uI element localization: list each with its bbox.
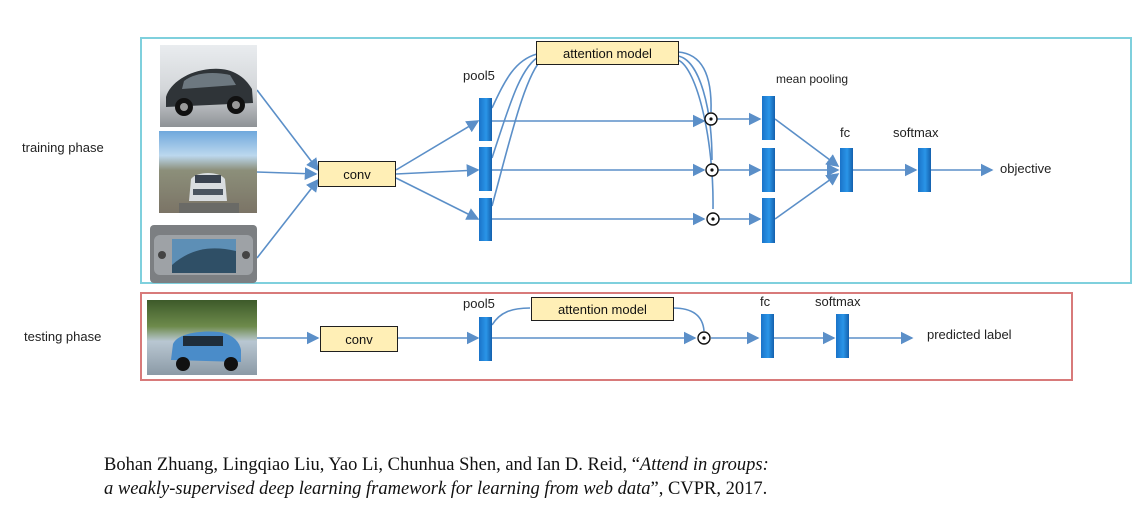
arrow-mean1-fc bbox=[774, 118, 840, 167]
arrow-mean3-fc bbox=[774, 173, 840, 220]
fc-label: fc bbox=[840, 125, 851, 140]
arrow-conv-pool2 bbox=[395, 164, 480, 177]
car-photo-2 bbox=[159, 131, 257, 213]
citation-venue: ”, CVPR, 2017. bbox=[650, 479, 768, 499]
test-softmax-block bbox=[836, 314, 849, 358]
predicted-label-text: predicted label bbox=[927, 327, 1012, 342]
pool5-block-3 bbox=[479, 198, 492, 241]
curve-test-pool-att bbox=[491, 307, 531, 326]
training-frame bbox=[140, 37, 1132, 284]
test-softmax-label: softmax bbox=[815, 294, 861, 309]
car-stereo-photo bbox=[150, 225, 257, 283]
curve-pool2-att bbox=[491, 55, 541, 159]
testing-frame bbox=[140, 292, 1073, 381]
conv-box: conv bbox=[318, 161, 396, 187]
arrow-conv-pool1 bbox=[395, 120, 480, 171]
arrow-img3-conv bbox=[256, 178, 319, 259]
softmax-block bbox=[918, 148, 931, 192]
curve-att-mult3 bbox=[677, 59, 714, 210]
mean-pool-block-3 bbox=[762, 198, 775, 243]
test-pool5-label: pool5 bbox=[463, 296, 495, 311]
softmax-label: softmax bbox=[893, 125, 939, 140]
objective-label: objective bbox=[1000, 161, 1052, 176]
curve-att-mult2 bbox=[677, 55, 713, 161]
fc-block bbox=[840, 148, 853, 192]
curve-test-att-mult bbox=[672, 307, 705, 332]
car-photo-test bbox=[147, 300, 257, 375]
curve-pool3-att bbox=[491, 57, 544, 207]
mean-pool-block-1 bbox=[762, 96, 775, 140]
pool5-block-1 bbox=[479, 98, 492, 141]
training-phase-label: training phase bbox=[22, 140, 104, 155]
arrow-img1-conv bbox=[256, 89, 319, 172]
attention-model-box: attention model bbox=[536, 41, 679, 65]
curve-pool1-att bbox=[491, 53, 538, 109]
mean-pool-block-2 bbox=[762, 148, 775, 192]
arrow-img2-conv bbox=[256, 167, 318, 181]
citation-line-2: a weakly-supervised deep learning framew… bbox=[104, 479, 767, 500]
mean-pooling-label: mean pooling bbox=[776, 72, 849, 86]
test-pool5-block bbox=[479, 317, 492, 361]
test-fc-label: fc bbox=[760, 294, 771, 309]
pool5-block-2 bbox=[479, 147, 492, 191]
test-fc-block bbox=[761, 314, 774, 358]
citation-line-1: Bohan Zhuang, Lingqiao Liu, Yao Li, Chun… bbox=[104, 455, 769, 476]
arrow-conv-pool3 bbox=[395, 177, 480, 220]
citation-title-part2: a weakly-supervised deep learning framew… bbox=[104, 479, 651, 499]
curve-att-mult1 bbox=[677, 51, 712, 113]
pool5-label: pool5 bbox=[463, 68, 495, 83]
testing-phase-label: testing phase bbox=[24, 329, 102, 344]
citation-authors: Bohan Zhuang, Lingqiao Liu, Yao Li, Chun… bbox=[104, 455, 640, 475]
citation-title-part1: Attend in groups: bbox=[639, 455, 769, 475]
test-conv-box: conv bbox=[320, 326, 398, 352]
test-attention-model-box: attention model bbox=[531, 297, 674, 321]
car-photo-1 bbox=[160, 45, 257, 127]
